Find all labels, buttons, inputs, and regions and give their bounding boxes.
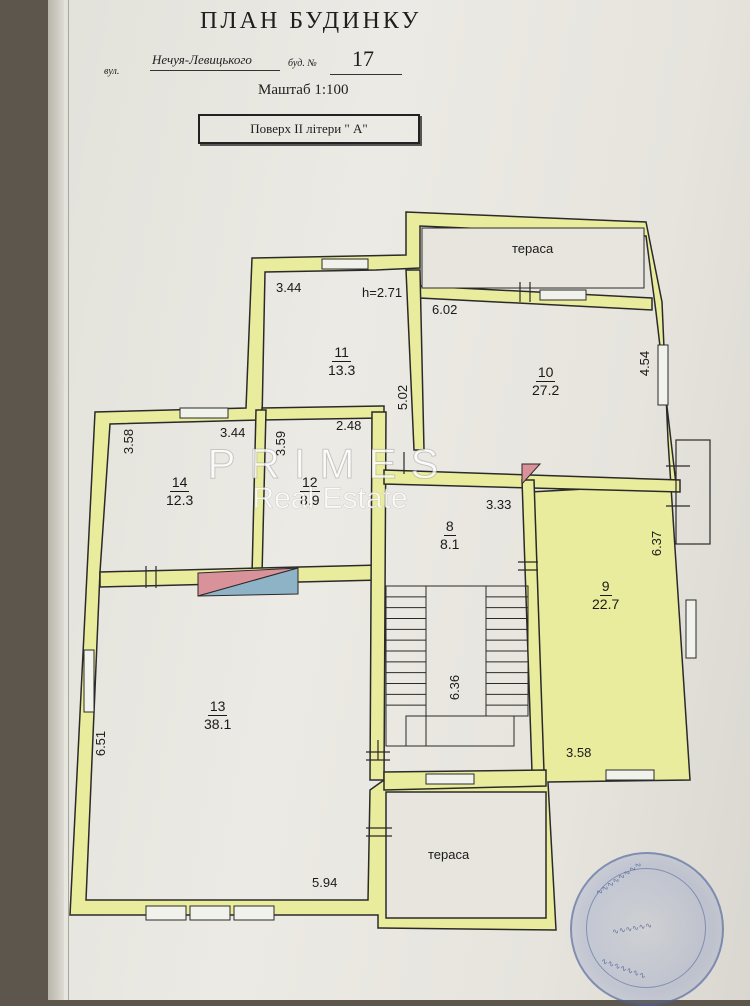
terrace-top-label: тераса [512, 241, 554, 256]
margin-line [68, 0, 69, 1000]
room-12: 12 8.9 [300, 474, 320, 509]
dim-3-44-room11: 3.44 [276, 280, 302, 295]
room-10-number: 10 [535, 364, 556, 382]
dim-3-33: 3.33 [486, 497, 512, 512]
building-underline [330, 74, 402, 75]
scale-label: Маштаб 1:100 [258, 82, 349, 98]
room-10: 10 27.2 [532, 364, 559, 399]
room-11-number: 11 [332, 344, 351, 362]
seal-ring [586, 868, 706, 988]
room-10-area: 27.2 [532, 382, 560, 398]
room-8-area: 8.1 [440, 536, 460, 552]
watermark-tagline: Real Estate [252, 482, 408, 516]
room-8-number: 8 [443, 518, 456, 536]
room-11-area: 13.3 [328, 362, 356, 378]
windows [83, 258, 697, 921]
dim-4-54: 4.54 [637, 350, 653, 377]
terrace-bottom-box [385, 791, 547, 919]
ramp-blue [197, 567, 299, 597]
dim-3-44-room14: 3.44 [220, 425, 246, 440]
room-13-number: 13 [207, 698, 228, 716]
dim-2-48: 2.48 [336, 418, 362, 433]
dim-6-37: 6.37 [649, 530, 665, 557]
street-label: вул. [104, 66, 120, 77]
watermark: PRIMES Real Estate [180, 440, 480, 516]
terrace-top-box [421, 227, 645, 289]
room-11: 11 13.3 [328, 344, 355, 379]
ceiling-height: h=2.71 [362, 285, 403, 300]
plan-title: ПЛАН БУДИНКУ [200, 8, 422, 34]
balcony-right [675, 439, 711, 545]
room-9-area: 22.7 [592, 596, 620, 612]
street-underline [150, 70, 280, 71]
dim-5-02: 5.02 [395, 384, 411, 411]
watermark-brand: PRIMES [207, 440, 453, 488]
room-9-number: 9 [599, 578, 612, 596]
dim-6-36: 6.36 [447, 674, 463, 701]
dim-3-58-room9: 3.58 [566, 745, 592, 760]
street-name: Нечуя-Левицького [152, 52, 252, 67]
staircase [385, 585, 529, 747]
room-14-area: 12.3 [166, 492, 194, 508]
room-12-area: 8.9 [300, 492, 320, 508]
room-8: 8 8.1 [440, 518, 459, 553]
wall-11-10 [405, 269, 425, 451]
room-13: 13 38.1 [204, 698, 231, 733]
door-ticks [145, 282, 690, 837]
page-binding [48, 0, 64, 1000]
terrace-bottom-label: тераса [428, 847, 470, 862]
room-14: 14 12.3 [166, 474, 193, 509]
dim-3-58-room14: 3.58 [121, 428, 137, 455]
dim-5-94: 5.94 [312, 875, 338, 890]
official-seal-stamp: ∿∿∿∿∿∿∿∿ ∿∿∿∿∿∿ ∿∿∿∿∿∿∿ [570, 852, 724, 1006]
room-9: 9 22.7 [592, 578, 619, 613]
wall-11-12 [261, 405, 385, 421]
building-number: 17 [352, 46, 374, 71]
floor-label: Поверх II літери " А" [198, 114, 420, 144]
building-label: буд. № [288, 58, 317, 69]
ramp-small-red [521, 463, 542, 486]
dim-6-02: 6.02 [432, 302, 458, 317]
room-13-area: 38.1 [204, 716, 232, 732]
dim-6-51: 6.51 [93, 730, 109, 757]
